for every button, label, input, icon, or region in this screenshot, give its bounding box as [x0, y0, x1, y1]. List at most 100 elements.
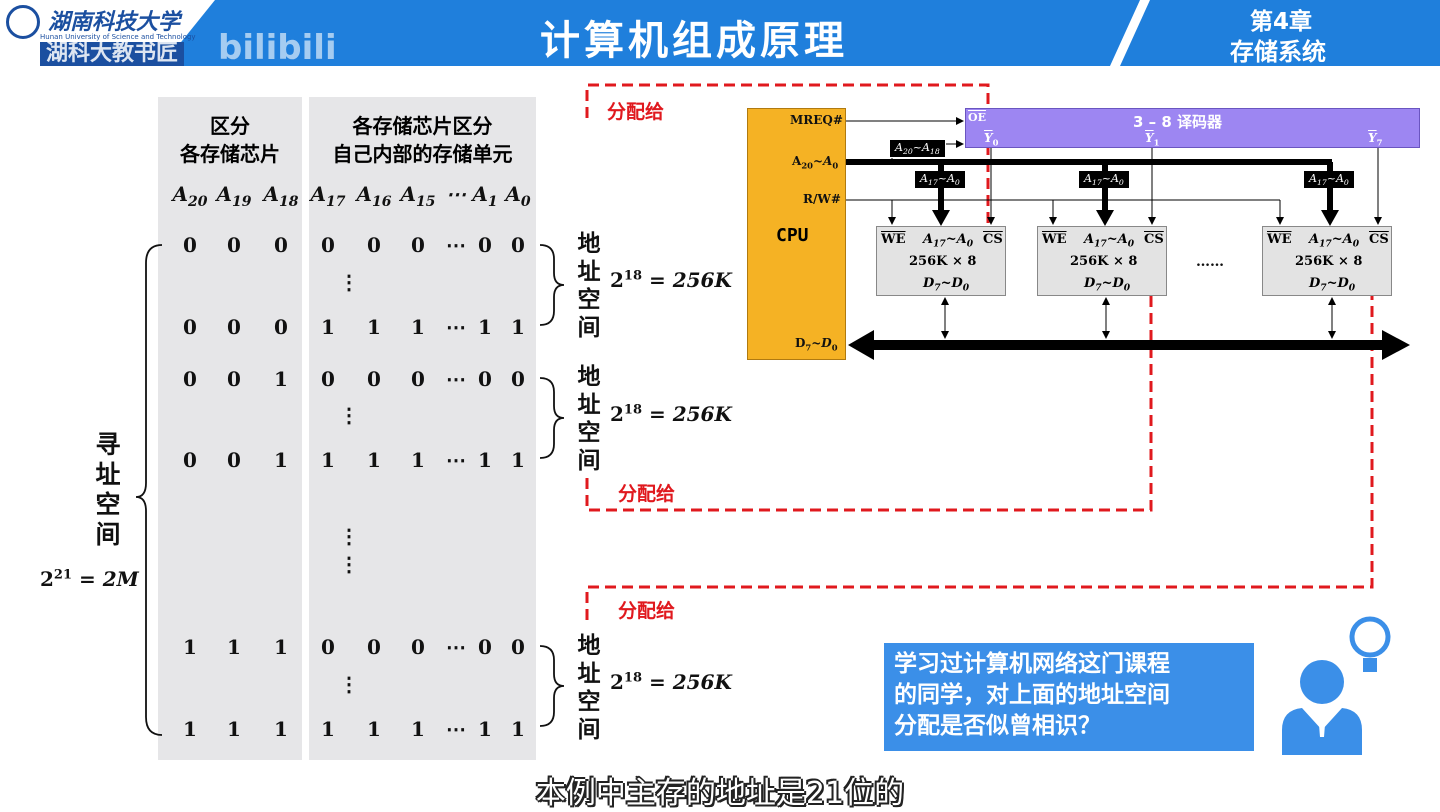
bit-header-0: A20 — [172, 182, 208, 210]
table-cell: 1 — [511, 315, 525, 339]
table-cell: 0 — [511, 635, 525, 659]
table-cell: 1 — [227, 635, 241, 659]
address-space-label-7: 地址空间 — [577, 633, 601, 743]
address-bus — [846, 159, 1339, 226]
chip-size: 256K × 8 — [909, 254, 977, 269]
decoder-input-label: A20~A18 — [889, 139, 946, 159]
alloc-line-chip7 — [585, 292, 1374, 620]
callout-line-3: 分配是否似曾相识？ — [894, 713, 1101, 739]
table-cell: ⋯ — [446, 233, 466, 257]
cpu-label: CPU — [776, 225, 809, 246]
bit-header-5: A15 — [400, 182, 436, 210]
table-cell: 1 — [478, 315, 492, 339]
table-cell: 0 — [183, 367, 197, 391]
chip-addr: A17~A0 — [923, 232, 974, 250]
cpu-block — [747, 108, 846, 360]
mreq-label: MREQ# — [790, 113, 843, 127]
table-cell: ⋯ — [446, 367, 466, 391]
university-name: 湖南科技大学 — [48, 9, 181, 35]
table-cell: ⋯ — [446, 448, 466, 472]
table-cell: 0 — [183, 315, 197, 339]
chip-we: WE — [1042, 232, 1067, 247]
bit-header-7: A1 — [472, 182, 498, 210]
table-cell: 1 — [274, 635, 288, 659]
table-cell: 1 — [227, 717, 241, 741]
table-cell: 0 — [478, 233, 492, 257]
table-cell: 0 — [227, 315, 241, 339]
table-cell: 0 — [367, 367, 381, 391]
total-space-label: 寻址空间 — [95, 430, 121, 549]
table-cell: 0 — [511, 233, 525, 257]
rw-label: R/W# — [803, 192, 841, 206]
university-seal-icon — [6, 5, 40, 39]
page-title: 计算机组成原理 — [540, 18, 848, 64]
table-cell: 1 — [183, 635, 197, 659]
vertical-ellipsis: ⋮ — [339, 403, 359, 427]
table-cell: 1 — [411, 717, 425, 741]
bit-header-6: ⋯ — [446, 182, 466, 206]
callout-line-2: 的同学，对上面的地址空间 — [894, 682, 1170, 708]
decoder-label: 3 – 8 译码器 — [1133, 113, 1223, 131]
watermark-text: 湖科大教书匠 — [40, 42, 185, 66]
table-cell: 0 — [321, 233, 335, 257]
decoder-oe: OE — [968, 111, 986, 124]
table-cell: ⋯ — [446, 315, 466, 339]
chip-we: WE — [881, 232, 906, 247]
bilibili-watermark: bilibili — [218, 28, 337, 68]
chip-data: D7~D0 — [923, 276, 970, 294]
bit-header-2: A18 — [263, 182, 299, 210]
vertical-ellipsis: ⋮ — [339, 524, 359, 548]
table-cell: ⋯ — [446, 635, 466, 659]
bit-header-4: A16 — [356, 182, 392, 210]
chip-cs: CS — [1369, 232, 1389, 247]
chip-data: D7~D0 — [1309, 276, 1356, 294]
col2-header: 各存储芯片区分 自己内部的存储单元 — [309, 112, 536, 168]
table-cell: 0 — [367, 635, 381, 659]
chip-we: WE — [1267, 232, 1292, 247]
table-cell: 0 — [321, 635, 335, 659]
table-cell: 0 — [511, 367, 525, 391]
brace-chip0 — [539, 244, 565, 326]
lightbulb-icon — [1349, 616, 1391, 658]
table-cell: 0 — [227, 448, 241, 472]
total-space-size: 221 = 2M — [40, 567, 139, 591]
chip-size: 256K × 8 — [1295, 254, 1363, 269]
address-space-label-0: 地址空间 — [577, 231, 601, 341]
allocate-label-7: 分配给 — [618, 600, 676, 622]
table-cell: 0 — [478, 367, 492, 391]
table-cell: 0 — [411, 367, 425, 391]
decoder-y1: Y1 — [1145, 131, 1160, 148]
table-cell: 0 — [274, 233, 288, 257]
bit-header-3: A17 — [310, 182, 346, 210]
table-cell: 1 — [367, 315, 381, 339]
table-cell: 0 — [321, 367, 335, 391]
table-cell: 1 — [367, 448, 381, 472]
table-cell: 1 — [274, 448, 288, 472]
question-callout: 学习过计算机网络这门课程 的同学，对上面的地址空间 分配是否似曾相识？ — [884, 643, 1254, 751]
video-subtitle: 本例中主存的地址是21位的 — [535, 776, 905, 811]
table-cell: 1 — [274, 367, 288, 391]
alloc-line-chip1 — [585, 292, 1153, 512]
chip-space-size-7: 218 = 256K — [610, 670, 732, 694]
table-cell: 0 — [183, 448, 197, 472]
chip-select-column — [158, 97, 302, 760]
chip-cs: CS — [1144, 232, 1164, 247]
decoder-y7: Y7 — [1368, 131, 1383, 148]
table-cell: 1 — [511, 448, 525, 472]
decoder-block — [965, 108, 1420, 148]
col2-header-line2: 自己内部的存储单元 — [332, 142, 513, 166]
callout-line-1: 学习过计算机网络这门课程 — [894, 651, 1170, 677]
brace-chip7 — [539, 645, 565, 727]
thinking-person-icon — [1282, 616, 1391, 755]
table-cell: 0 — [227, 233, 241, 257]
chip-space-size-1: 218 = 256K — [610, 402, 732, 426]
chip-addr: A17~A0 — [1084, 232, 1135, 250]
table-cell: 0 — [411, 233, 425, 257]
chip-size: 256K × 8 — [1070, 254, 1138, 269]
chip1-addr-label: A17~A0 — [1079, 171, 1129, 189]
memory-chip-0: WE A17~A0 CS 256K × 8 D7~D0 — [876, 226, 1006, 296]
table-cell: 1 — [321, 448, 335, 472]
table-cell: 1 — [478, 717, 492, 741]
vertical-ellipsis: ⋮ — [339, 672, 359, 696]
chip-data: D7~D0 — [1084, 276, 1131, 294]
